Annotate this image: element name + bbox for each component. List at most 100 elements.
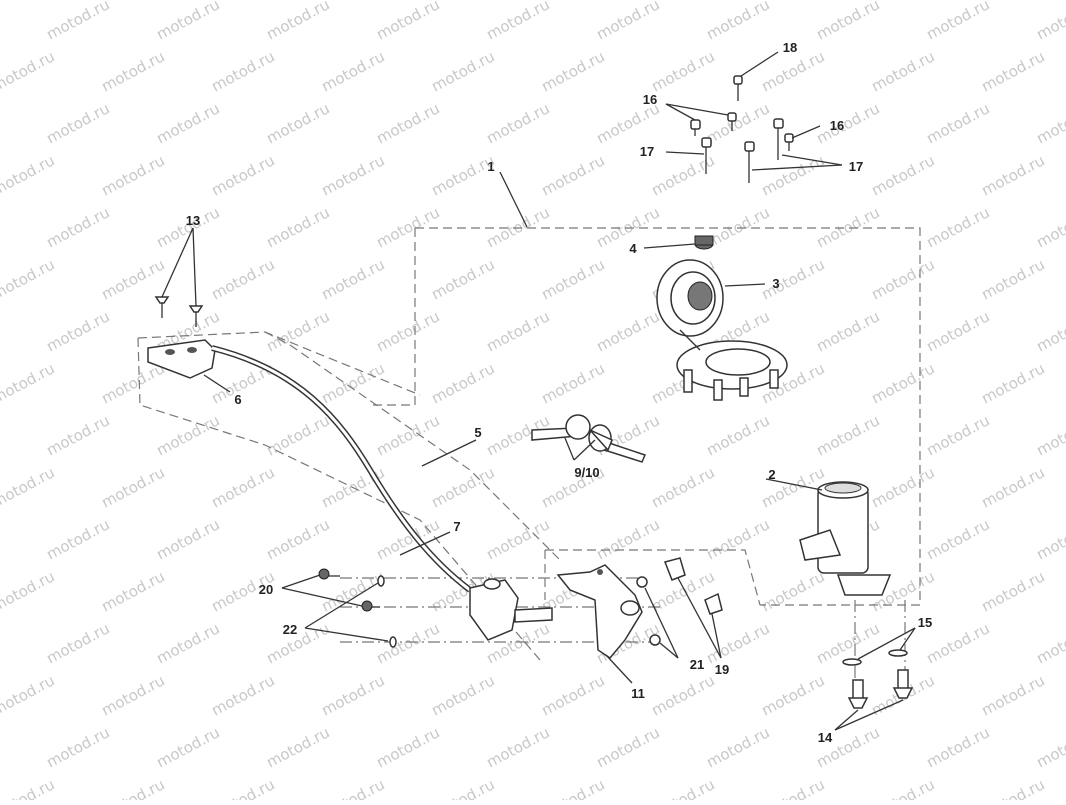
screws-20: [318, 568, 380, 612]
watermark-text: motod.ru: [43, 515, 112, 563]
watermark-text: motod.ru: [483, 723, 552, 771]
watermark-text: motod.ru: [0, 723, 3, 771]
watermark-text: motod.ru: [263, 515, 332, 563]
watermark-text: motod.ru: [813, 0, 882, 44]
watermark-text: motod.ru: [483, 307, 552, 355]
watermark-text: motod.ru: [43, 411, 112, 459]
watermark-text: motod.ru: [868, 775, 937, 800]
cable-bracket-6: [147, 339, 216, 379]
callout-11: 11: [631, 686, 645, 701]
watermark-text: motod.ru: [98, 151, 167, 199]
callout-7: 7: [453, 519, 460, 534]
watermark-text: motod.ru: [428, 775, 497, 800]
watermark-text: motod.ru: [868, 47, 937, 95]
watermark-text: motod.ru: [978, 255, 1047, 303]
watermark-text: motod.ru: [0, 359, 58, 407]
callout-13: 13: [186, 213, 200, 228]
watermark-text: motod.ru: [208, 463, 277, 511]
watermark-text: motod.ru: [593, 307, 662, 355]
watermark-text: motod.ru: [263, 619, 332, 667]
watermark-text: motod.ru: [538, 151, 607, 199]
watermark-text: motod.ru: [648, 463, 717, 511]
watermark-text: motod.ru: [978, 567, 1047, 615]
callout-16-left: 16: [643, 92, 657, 107]
watermark-text: motod.ru: [593, 723, 662, 771]
callout-3: 3: [772, 276, 779, 291]
watermark-text: motod.ru: [0, 411, 3, 459]
watermark-text: motod.ru: [43, 0, 112, 44]
watermark-text: motod.ru: [703, 411, 772, 459]
watermark-text: motod.ru: [98, 359, 167, 407]
watermark-text: motod.ru: [538, 671, 607, 719]
countersunk-screws-13: [154, 296, 204, 327]
watermark-text: motod.ru: [978, 151, 1047, 199]
watermark-text: motod.ru: [703, 99, 772, 147]
watermark-text: motod.ru: [0, 671, 58, 719]
watermark-text: motod.ru: [263, 411, 332, 459]
watermark-text: motod.ru: [758, 567, 827, 615]
watermark-text: motod.ru: [538, 47, 607, 95]
watermark-text: motod.ru: [263, 203, 332, 251]
watermark-text: motod.ru: [923, 619, 992, 667]
watermark-text: motod.ru: [758, 151, 827, 199]
watermark-text: motod.ru: [0, 515, 3, 563]
keys-9-10: [531, 414, 647, 463]
washers-22: [377, 575, 397, 648]
assembly-1-outline: [415, 227, 921, 606]
watermark-text: motod.ru: [1033, 411, 1066, 459]
watermark-text: motod.ru: [153, 723, 222, 771]
watermark-text: motod.ru: [0, 0, 3, 44]
watermark-text: motod.ru: [1033, 203, 1066, 251]
watermark-text: motod.ru: [923, 0, 992, 44]
watermark-text: motod.ru: [318, 359, 387, 407]
watermark-text: motod.ru: [318, 47, 387, 95]
watermark-text: motod.ru: [813, 307, 882, 355]
watermark-text: motod.ru: [758, 255, 827, 303]
watermark-text: motod.ru: [1033, 0, 1066, 44]
watermark-text: motod.ru: [373, 0, 442, 44]
watermark-text: motod.ru: [1033, 723, 1066, 771]
callout-17-left: 17: [640, 144, 654, 159]
callout-2: 2: [768, 467, 775, 482]
watermark-text: motod.ru: [1033, 619, 1066, 667]
watermark-text: motod.ru: [923, 203, 992, 251]
watermark-text: motod.ru: [373, 619, 442, 667]
callout-21: 21: [690, 657, 704, 672]
watermark-text: motod.ru: [538, 359, 607, 407]
watermark-text: motod.ru: [43, 723, 112, 771]
watermark-text: motod.ru: [428, 671, 497, 719]
watermark-text: motod.ru: [923, 723, 992, 771]
watermark-text: motod.ru: [208, 151, 277, 199]
watermark-text: motod.ru: [428, 47, 497, 95]
watermark-text: motod.ru: [813, 99, 882, 147]
watermark-text: motod.ru: [978, 463, 1047, 511]
watermark-text: motod.ru: [0, 99, 3, 147]
seat-lock-bracket-11: [556, 564, 643, 659]
watermark-text: motod.ru: [923, 411, 992, 459]
callout-22: 22: [283, 622, 297, 637]
seat-lock: [469, 578, 553, 641]
bolt-18: [733, 75, 743, 101]
watermark-text: motod.ru: [318, 671, 387, 719]
watermark-text: motod.ru: [923, 307, 992, 355]
callout-18: 18: [783, 40, 797, 55]
watermark-text: motod.ru: [428, 255, 497, 303]
watermark-text: motod.ru: [318, 151, 387, 199]
watermark-text: motod.ru: [1033, 99, 1066, 147]
callout-5: 5: [474, 425, 481, 440]
watermark-text: motod.ru: [98, 47, 167, 95]
watermark-text: motod.ru: [0, 619, 3, 667]
watermark-text: motod.ru: [208, 671, 277, 719]
watermark-text: motod.ru: [483, 99, 552, 147]
watermark-text: motod.ru: [1033, 307, 1066, 355]
fuel-cap-plug-4: [694, 235, 714, 250]
watermark-text: motod.ru: [153, 0, 222, 44]
watermark-text: motod.ru: [483, 0, 552, 44]
watermark-text: motod.ru: [1033, 515, 1066, 563]
watermark-text: motod.ru: [153, 411, 222, 459]
watermark-text: motod.ru: [318, 255, 387, 303]
fuel-cap-3: [656, 259, 788, 401]
leader-lines: [161, 51, 916, 731]
watermark-text: motod.ru: [978, 671, 1047, 719]
